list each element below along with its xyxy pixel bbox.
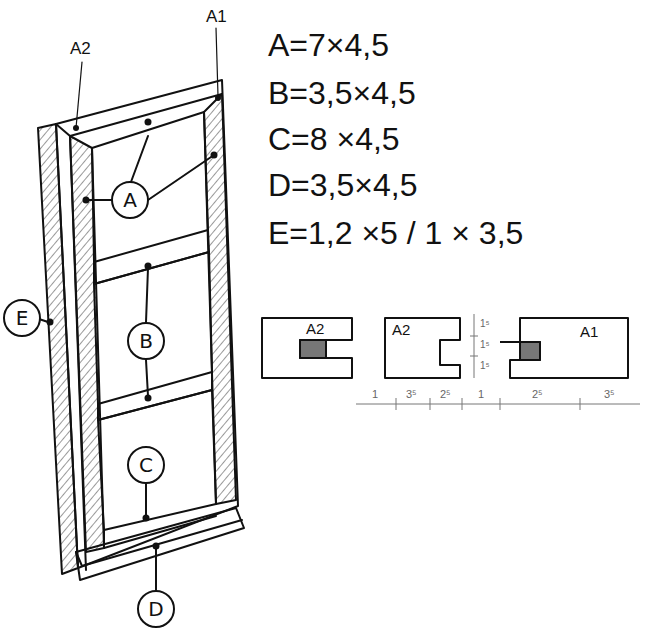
dimension-note: E=1,2 ×5 / 1 × 3,5 — [268, 216, 523, 251]
profile-label: A2 — [306, 321, 324, 338]
dimension-value: 1⁵ — [480, 360, 490, 371]
dimension-value: 3⁵ — [406, 388, 417, 400]
dimension-value: 2⁵ — [440, 388, 451, 400]
callout-letter: B — [139, 329, 153, 353]
dimension-value: 1⁵ — [480, 339, 490, 350]
callout-letter: E — [16, 306, 29, 330]
callout-letter: C — [139, 453, 153, 477]
part-label: A1 — [206, 8, 227, 27]
callout-circle: E — [3, 299, 41, 337]
profile-label: A2 — [392, 322, 410, 339]
callout-letter: D — [148, 597, 163, 621]
dimension-value: 2⁵ — [532, 388, 543, 400]
dimension-note: D=3,5×4,5 — [268, 168, 417, 203]
callout-circle: D — [137, 590, 175, 628]
callout-circle: A — [111, 181, 149, 219]
dimension-value: 3⁵ — [604, 388, 615, 400]
callout-circle: C — [127, 446, 165, 484]
dimension-note: B=3,5×4,5 — [268, 76, 416, 111]
callout-circle: B — [127, 322, 165, 360]
dimension-value: 1⁵ — [480, 318, 490, 329]
profile-label: A1 — [580, 324, 598, 341]
dimension-note: C=8 ×4,5 — [268, 122, 400, 157]
callout-letter: A — [123, 188, 137, 212]
dimension-value: 1 — [372, 388, 378, 400]
part-label: A2 — [70, 40, 91, 59]
dimension-value: 1 — [478, 388, 484, 400]
dimension-note: A=7×4,5 — [268, 28, 389, 63]
